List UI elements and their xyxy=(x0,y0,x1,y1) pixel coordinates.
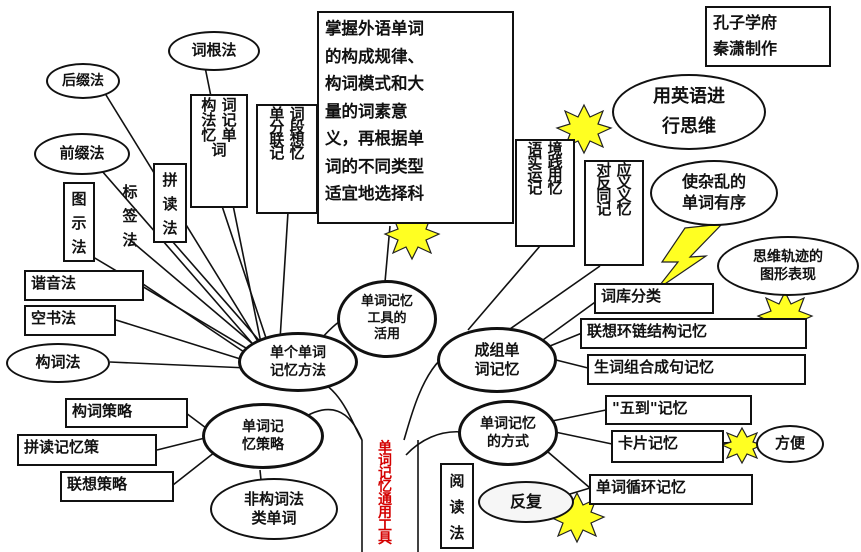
sentence-building-box: 生词组合成句记忆 xyxy=(587,354,806,385)
group-word-memory-hub: 成组单 词记忆 xyxy=(437,327,557,393)
connector xyxy=(185,412,207,429)
prefix-method-oval: 前缀法 xyxy=(34,133,130,175)
spell-method-box: 拼 读 法 xyxy=(153,163,187,243)
connector xyxy=(172,451,216,486)
tag-method-label: 标 签 法 xyxy=(122,183,138,249)
connector xyxy=(551,409,607,422)
lexicon-classification-box: 词库分类 xyxy=(594,283,714,314)
memory-tool-usage-hub: 单词记忆 工具的 活用 xyxy=(337,280,437,358)
connector xyxy=(109,361,249,369)
segment-association-box: 单 词 分 段 联 想 记 忆 xyxy=(256,104,318,214)
diagram-method-box: 图 示 法 xyxy=(63,182,95,262)
word-formation-oval: 构词法 xyxy=(6,343,110,383)
non-formation-oval: 非构词法 类单词 xyxy=(210,478,338,540)
orderly-words-oval: 使杂乱的 单词有序 xyxy=(650,160,778,226)
homophone-method-box: 谐音法 xyxy=(24,270,144,301)
connector xyxy=(535,299,599,346)
context-practice-box: 语 境 实 践 运 用 记 忆 xyxy=(515,139,575,247)
repeat-oval: 反复 xyxy=(478,481,574,523)
word-formation-memory-box: 构 词 法 记 忆 单 词 xyxy=(190,94,248,208)
association-chain-box: 联想环链结构记忆 xyxy=(580,318,807,349)
connector xyxy=(171,240,265,347)
reading-method-box: 阅 读 法 xyxy=(440,463,474,549)
think-in-english-oval: 用英语进 行思维 xyxy=(612,74,766,150)
association-strategy-box: 联想策略 xyxy=(60,471,174,502)
lightning-bolt-icon xyxy=(655,223,724,291)
connector xyxy=(156,437,206,451)
formation-strategy-box: 构词策略 xyxy=(65,398,188,428)
connector xyxy=(403,359,441,441)
trunk-title: 单 词 记 忆 通 用 工 具 xyxy=(378,440,392,547)
word-memory-strategy-hub: 单词记 忆策略 xyxy=(202,403,324,469)
connector xyxy=(279,211,289,341)
cyclic-review-box: 单词循环记忆 xyxy=(589,474,753,505)
connector xyxy=(499,265,601,337)
root-method-oval: 词根法 xyxy=(168,31,260,71)
credit-box: 孔子学府 秦潇制作 xyxy=(705,6,831,67)
connector xyxy=(405,430,463,456)
five-senses-box: "五到"记忆 xyxy=(605,395,752,425)
summary-box: 掌握外语单词 的构成规律、 构词模式和大 量的词素意 义，再根据单 词的不同类型… xyxy=(317,11,514,224)
starburst-icon xyxy=(720,426,764,465)
connector xyxy=(129,239,261,351)
synonym-antonym-box: 对 应 反 义 同 义 记 忆 xyxy=(584,160,644,266)
word-memory-method-hub: 单词记忆 的方式 xyxy=(458,400,558,466)
flashcard-box: 卡片记忆 xyxy=(611,430,724,463)
connector xyxy=(142,283,251,357)
convenient-oval: 方便 xyxy=(756,425,824,463)
connector xyxy=(115,319,251,363)
single-word-method-hub: 单个单词 记忆方法 xyxy=(238,332,358,392)
connector xyxy=(547,451,591,489)
connector xyxy=(221,205,269,345)
air-writing-method-box: 空书法 xyxy=(24,305,116,336)
suffix-method-oval: 后缀法 xyxy=(46,63,120,99)
spelling-strategy-box: 拼读记忆策 xyxy=(17,434,157,466)
connector xyxy=(87,154,259,351)
connector xyxy=(467,245,541,331)
thought-track-oval: 思维轨迹的 图形表现 xyxy=(717,236,859,296)
connector xyxy=(554,431,613,445)
